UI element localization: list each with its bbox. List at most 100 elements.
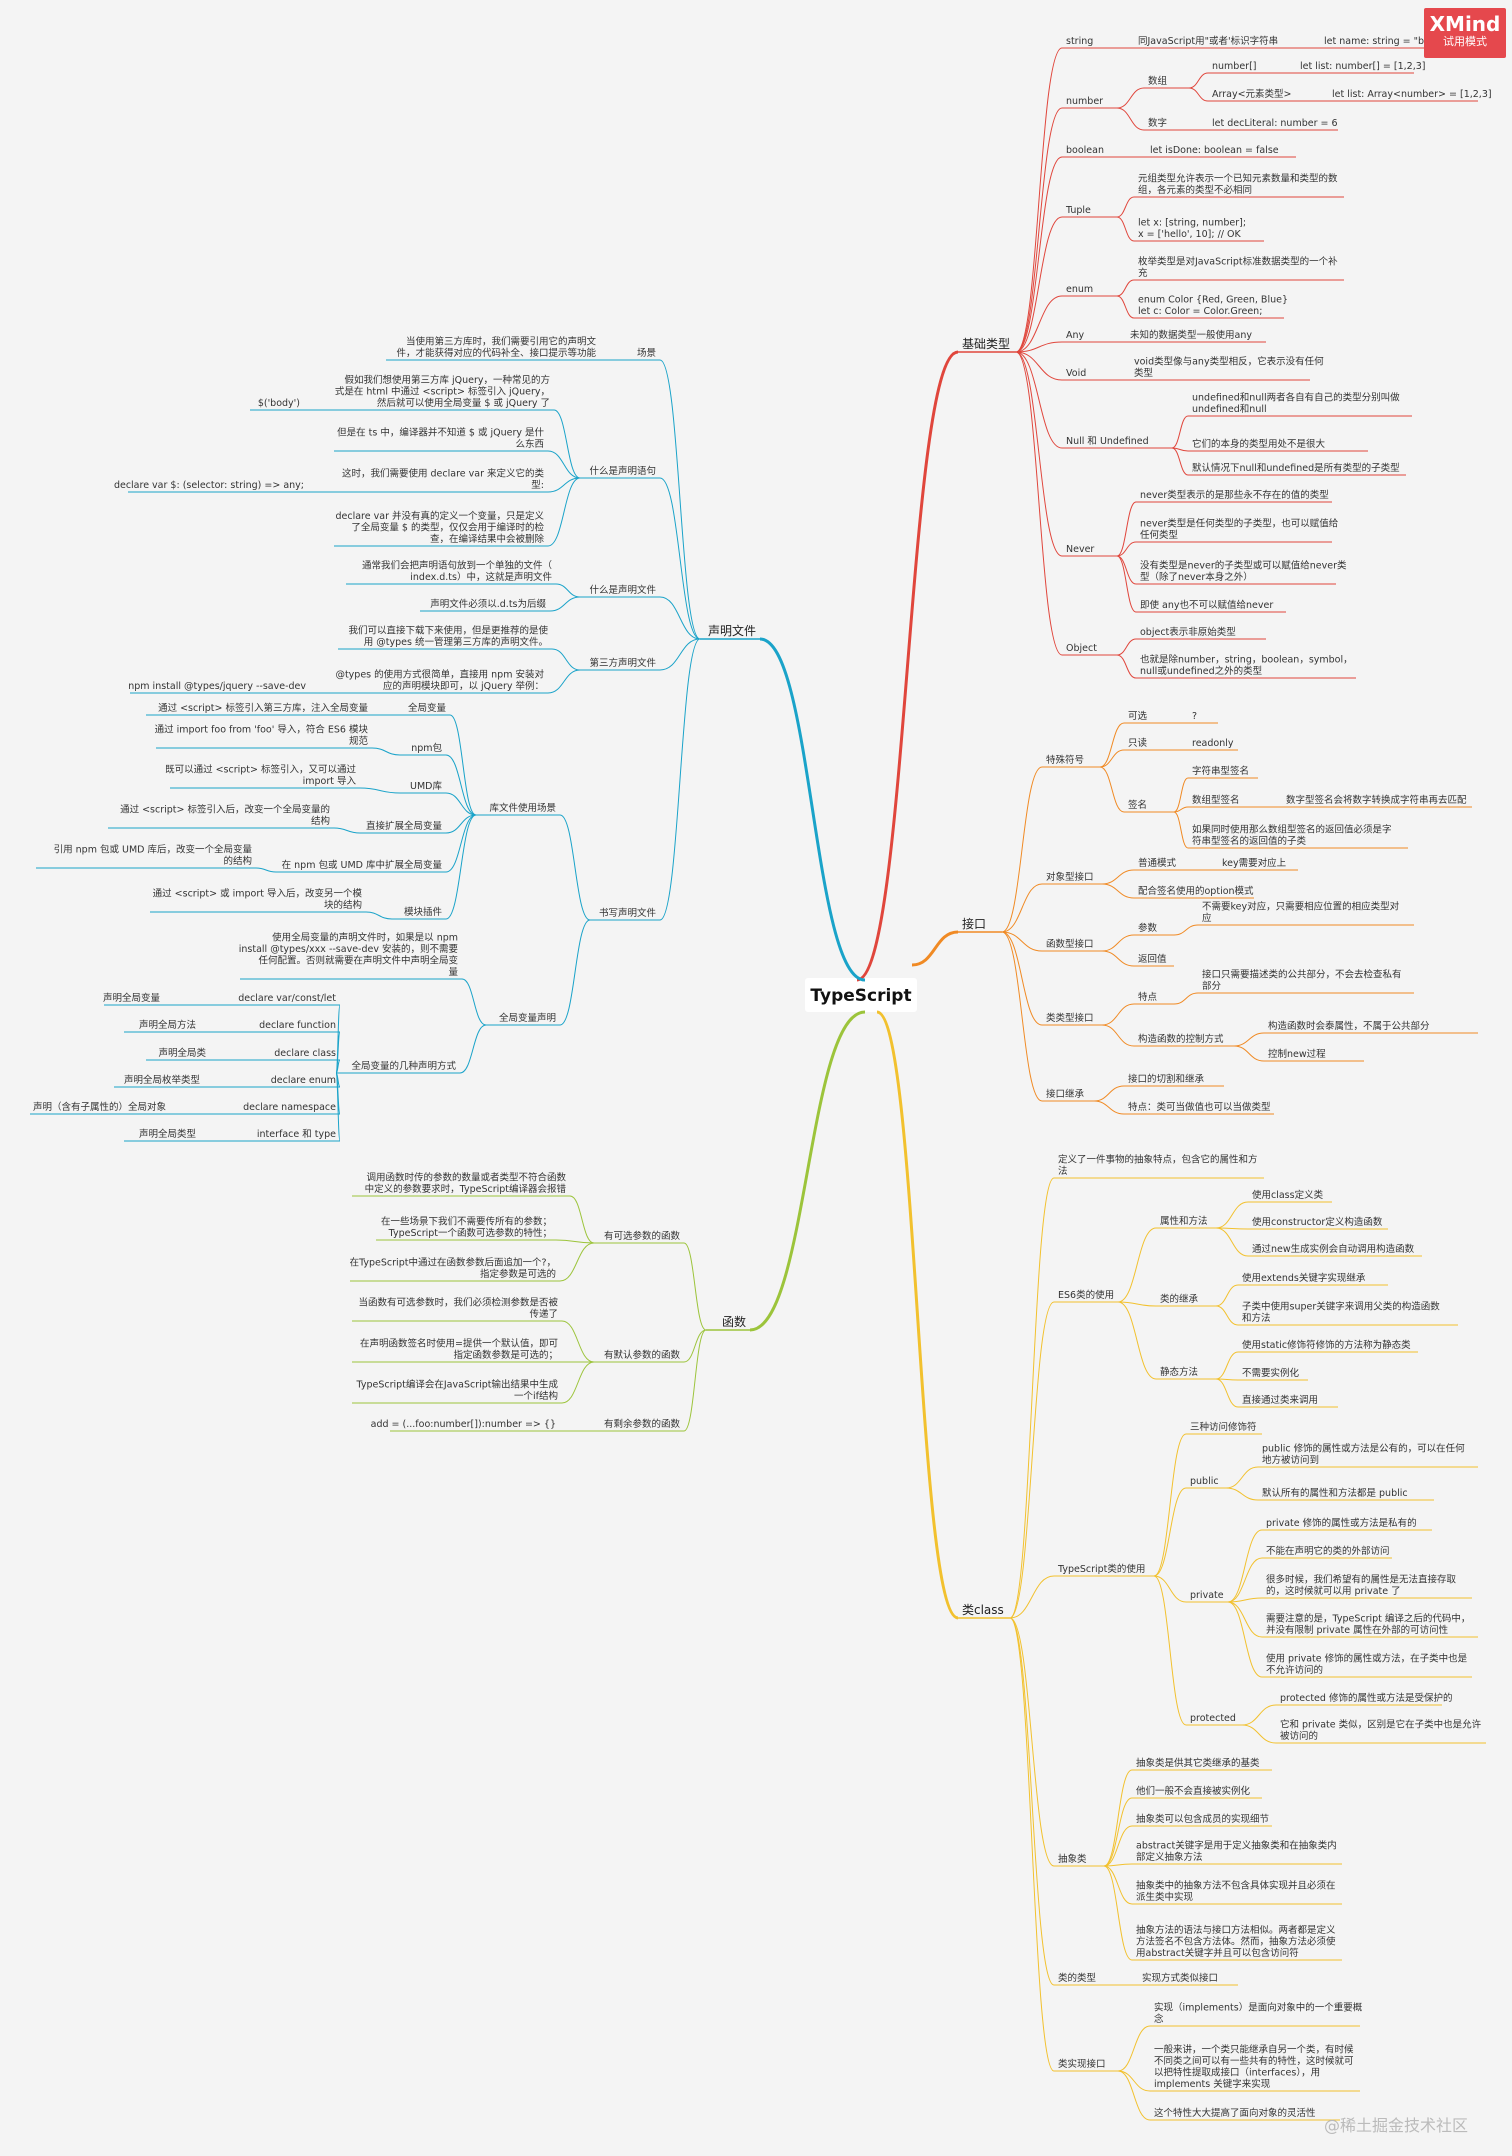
class-interface[interactable]: 类类型接口 [1046, 1012, 1094, 1024]
abstract-class[interactable]: 抽象类 [1058, 1853, 1087, 1865]
def-a[interactable]: 传递了 [529, 1308, 558, 1320]
opt-c[interactable]: 指定参数是可选的 [480, 1268, 556, 1280]
fn-param[interactable]: 参数 [1138, 922, 1158, 934]
public-2[interactable]: 默认所有的属性和方法都是 public [1262, 1487, 1408, 1499]
pm-3[interactable]: 通过new生成实例会自动调用构造函数 [1252, 1243, 1415, 1255]
number-num[interactable]: 数字 [1148, 117, 1167, 129]
declare-way-desc-6[interactable]: 声明全局类型 [139, 1128, 197, 1140]
third-party-declarations[interactable]: 第三方声明文件 [589, 657, 656, 669]
any-desc[interactable]: 未知的数据类型一般使用any [1130, 329, 1252, 341]
opt-b[interactable]: TypeScript一个函数可选参数的特性； [388, 1227, 552, 1239]
branch-declaration-files[interactable]: 声明文件 [708, 623, 756, 638]
tuple-desc[interactable]: 组，各元素的类型不必相同 [1138, 184, 1252, 196]
static-methods[interactable]: 静态方法 [1160, 1366, 1198, 1378]
statement-b[interactable]: 但是在 ts 中，编译器并不知道 $ 或 jQuery 是什 [337, 427, 544, 439]
string-example[interactable]: let name: string = "bob" [1324, 36, 1440, 47]
statement-c[interactable]: 型: [531, 480, 544, 491]
third-a[interactable]: 用 @types 统一管理第三方库的声明文件。 [364, 636, 548, 648]
signature-both[interactable]: 符串型签名的返回值的子类 [1192, 835, 1307, 847]
protected-2[interactable]: 被访问的 [1280, 1730, 1318, 1742]
static-1[interactable]: 使用static修饰符修饰的方法称为静态类 [1242, 1339, 1411, 1351]
array-form-b-example[interactable]: let list: Array<number> = [1,2,3] [1332, 89, 1492, 100]
statement-d[interactable]: declare var 并没有真的定义一个变量，只是定义 [336, 510, 545, 522]
branch-basic-types[interactable]: 基础类型 [962, 337, 1010, 351]
implements-1[interactable]: 念 [1154, 2013, 1164, 2025]
statement-a[interactable]: 假如我们想使用第三方库 jQuery，一种常见的方 [344, 374, 550, 386]
class-interface-feature[interactable]: 特点 [1138, 991, 1158, 1003]
abstract-4[interactable]: 部定义抽象方法 [1136, 1851, 1203, 1863]
abstract-1[interactable]: 抽象类是供其它类继承的基类 [1136, 1757, 1260, 1769]
abstract-2[interactable]: 他们一般不会直接被实例化 [1136, 1785, 1251, 1797]
statement-a[interactable]: 然后就可以使用全局变量 $ 或 jQuery 了 [377, 397, 550, 409]
array-form-a[interactable]: number[] [1212, 61, 1257, 72]
special-symbols[interactable]: 特殊符号 [1046, 754, 1084, 766]
three-modifiers[interactable]: 三种访问修饰符 [1190, 1421, 1257, 1433]
implements-1[interactable]: 实现（implements）是面向对象中的一个重要概 [1154, 2002, 1363, 2014]
never-desc-2[interactable]: 任何类型 [1140, 529, 1179, 541]
opt-a[interactable]: 中定义的参数要求时，TypeScript编译器会报错 [365, 1183, 567, 1195]
declare-way-6[interactable]: interface 和 type [257, 1129, 336, 1140]
props-methods[interactable]: 属性和方法 [1160, 1215, 1208, 1227]
never-desc-3[interactable]: 型（除了never本身之外） [1140, 571, 1253, 583]
private-5[interactable]: 不允许访问的 [1266, 1664, 1323, 1676]
statement-b[interactable]: 么东西 [515, 438, 544, 450]
optional[interactable]: 可选 [1128, 710, 1148, 722]
class-interface-feature-desc[interactable]: 部分 [1202, 980, 1222, 992]
private-3[interactable]: 很多时候，我们希望有的属性是无法直接存取 [1266, 1574, 1457, 1586]
signature-both[interactable]: 如果同时使用那么数组型签名的返回值必须是字 [1192, 824, 1392, 836]
type-enum[interactable]: enum [1066, 284, 1093, 295]
lib-npm[interactable]: npm包 [411, 742, 442, 754]
object-desc-2[interactable]: 也就是除number，string，boolean，symbol， [1140, 654, 1353, 666]
library-scenarios[interactable]: 库文件使用场景 [489, 802, 556, 814]
statement-a[interactable]: 式是在 html 中通过 <script> 标签引入 jQuery， [335, 386, 550, 398]
lib-global[interactable]: 全局变量 [408, 702, 447, 714]
nullu-desc-1[interactable]: undefined和null [1192, 404, 1267, 415]
enum-desc[interactable]: 枚举类型是对JavaScript标准数据类型的一个补 [1138, 256, 1338, 268]
inherit-2[interactable]: 和方法 [1242, 1312, 1271, 1324]
never-desc-1[interactable]: never类型表示的是那些永不存在的值的类型 [1140, 489, 1329, 501]
branch-interface[interactable]: 接口 [962, 916, 986, 931]
object-interface[interactable]: 对象型接口 [1046, 871, 1094, 883]
type-null-undefined[interactable]: Null 和 Undefined [1066, 436, 1149, 447]
number-signature[interactable]: 数组型签名 [1192, 794, 1240, 806]
lib-extend-global-desc[interactable]: 结构 [311, 815, 330, 827]
fn-param-desc[interactable]: 应 [1202, 912, 1212, 924]
declare-way-desc-4[interactable]: 声明全局枚举类型 [124, 1074, 201, 1086]
public-1[interactable]: public 修饰的属性或方法是公有的，可以在任何 [1262, 1443, 1465, 1455]
statement-c[interactable]: 这时，我们需要使用 declare var 来定义它的类 [342, 468, 545, 480]
rest-a[interactable]: add = (...foo:number[]):number => {} [371, 1419, 556, 1430]
void-desc[interactable]: 类型 [1134, 367, 1154, 379]
static-3[interactable]: 直接通过类来调用 [1242, 1394, 1318, 1406]
never-desc-3[interactable]: 没有类型是never的子类型或可以赋值给never类 [1140, 560, 1347, 572]
string-signature[interactable]: 字符串型签名 [1192, 765, 1249, 777]
enum-example[interactable]: enum Color {Red, Green, Blue} [1138, 295, 1288, 306]
readonly[interactable]: 只读 [1128, 737, 1148, 749]
optional-symbol[interactable]: ? [1192, 711, 1197, 722]
def-c[interactable]: 一个if结构 [514, 1390, 558, 1402]
lib-umd-desc[interactable]: 既可以通过 <script> 标签引入，又可以通过 [165, 764, 356, 776]
global-var-desc[interactable]: 任何配置。否则就需要在声明文件中声明全局变 [258, 955, 458, 967]
xmind-trial-badge[interactable]: XMind 试用模式 [1424, 8, 1506, 58]
enum-example[interactable]: let c: Color = Color.Green; [1138, 306, 1262, 317]
lib-umd[interactable]: UMD库 [410, 780, 442, 792]
abstract-6[interactable]: 方法签名不包含方法体。然而，抽象方法必须使 [1136, 1936, 1336, 1948]
lib-npm-extend-desc[interactable]: 引用 npm 包或 UMD 库后，改变一个全局变量 [54, 844, 253, 856]
opt-c[interactable]: 在TypeScript中通过在函数参数后面追加一个?， [350, 1257, 556, 1269]
lib-umd-desc[interactable]: import 导入 [303, 776, 357, 787]
type-string[interactable]: string [1066, 36, 1093, 47]
root-node[interactable]: TypeScript [810, 986, 911, 1006]
tuple-example[interactable]: let x: [string, number]; [1138, 218, 1246, 229]
implements-2[interactable]: 以把特性提取成接口（interfaces），用 [1154, 2067, 1320, 2079]
rest-param-fn[interactable]: 有剩余参数的函数 [604, 1418, 681, 1430]
type-boolean[interactable]: boolean [1066, 145, 1104, 156]
lib-module-plugin-desc[interactable]: 块的结构 [324, 899, 362, 911]
third-b[interactable]: 应的声明模块即可，以 jQuery 举例： [383, 680, 544, 692]
object-desc-1[interactable]: object表示非原始类型 [1140, 626, 1236, 638]
abstract-5[interactable]: 派生类中实现 [1136, 1891, 1194, 1903]
signature[interactable]: 签名 [1128, 799, 1147, 811]
declare-way-desc-5[interactable]: 声明（含有子属性的）全局对象 [33, 1101, 167, 1113]
declare-way-desc-3[interactable]: 声明全局类 [158, 1047, 206, 1059]
declare-way-3[interactable]: declare class [274, 1048, 336, 1059]
scene-desc[interactable]: 件，才能获得对应的代码补全、接口提示等功能 [396, 347, 596, 359]
type-any[interactable]: Any [1066, 330, 1085, 341]
